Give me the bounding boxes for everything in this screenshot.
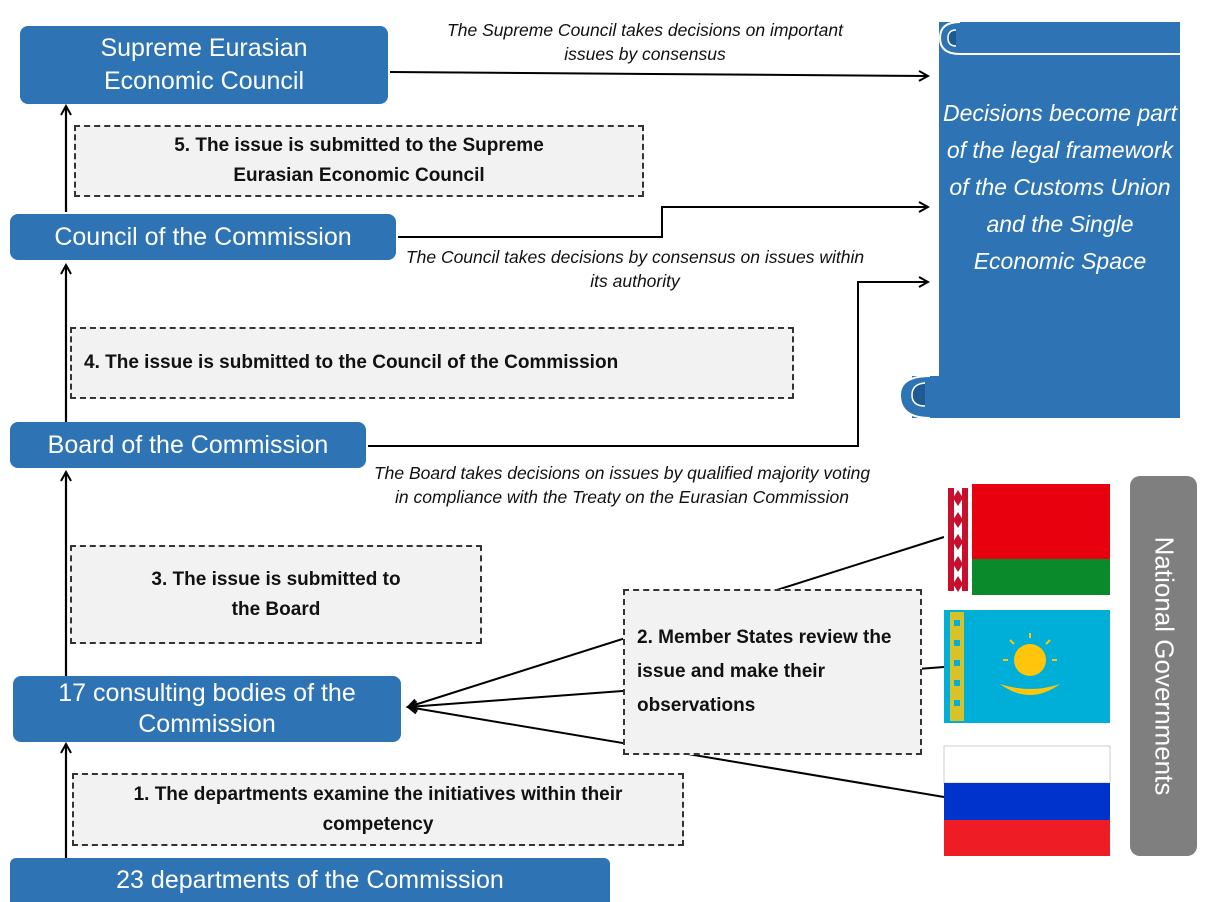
scroll-shape	[898, 21, 1180, 419]
step-5: 5. The issue is submitted to the Supreme…	[74, 125, 644, 197]
national-governments-label: National Governments	[1149, 536, 1179, 796]
supreme-council-note: The Supreme Council takes decisions on i…	[447, 20, 843, 64]
supreme-council-box: Supreme Eurasian Economic Council	[20, 26, 388, 104]
decision-arrows	[368, 72, 928, 447]
kazakhstan-flag	[944, 610, 1110, 723]
departments-box: 23 departments of the Commission	[10, 858, 610, 902]
board-note: The Board takes decisions on issues by q…	[373, 463, 871, 507]
russia-flag	[943, 745, 1111, 856]
legal-framework-text: Decisions become part of the legal frame…	[943, 100, 1177, 274]
step-1: 1. The departments examine the initiativ…	[72, 773, 684, 846]
consulting-bodies-box: 17 consulting bodies of the Commission	[13, 676, 401, 742]
council-box: Council of the Commission	[10, 214, 396, 260]
step-3: 3. The issue is submitted to the Board	[70, 545, 482, 644]
national-governments-box: National Governments	[1130, 476, 1197, 856]
step-4: 4. The issue is submitted to the Council…	[70, 327, 794, 399]
council-note: The Council takes decisions by consensus…	[405, 247, 865, 291]
step-2: 2. Member States review the issue and ma…	[623, 589, 922, 755]
board-box: Board of the Commission	[10, 422, 366, 468]
belarus-flag	[944, 484, 1110, 595]
